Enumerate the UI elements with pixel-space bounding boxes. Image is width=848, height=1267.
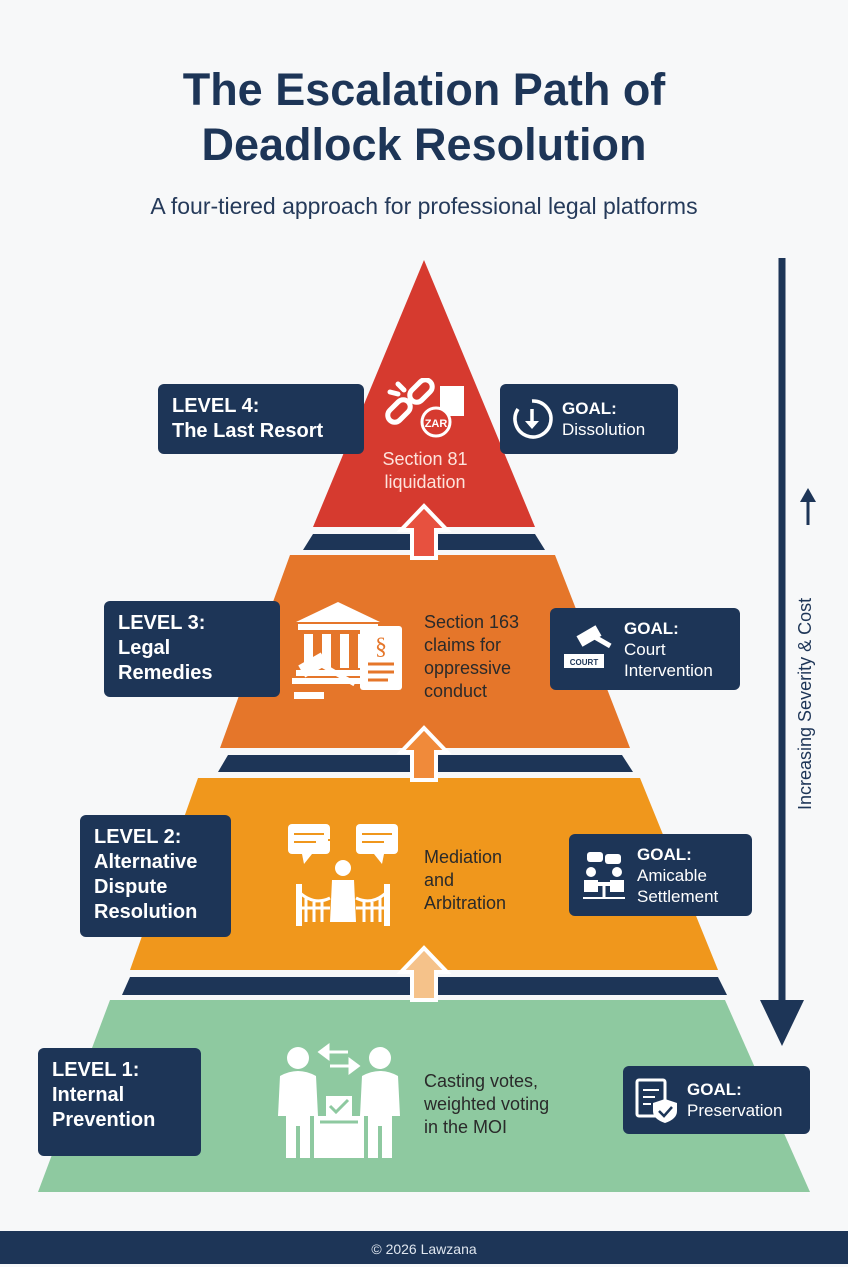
level-4-tier — [313, 260, 535, 527]
level-2-description-line: Arbitration — [424, 893, 507, 913]
level-1-description: Casting votes, weighted voting in the MO… — [424, 1070, 594, 1139]
level-2-goal-value-line: Amicable — [637, 865, 707, 885]
level-3-description-line: conduct — [424, 681, 488, 701]
level-4-description-line: Section 81 — [382, 449, 468, 469]
level-1-description-line: weighted voting — [424, 1094, 550, 1114]
subtitle: A four-tiered approach for professional … — [150, 193, 698, 219]
up-arrow-1-to-2 — [396, 945, 452, 1002]
level-3-tier — [220, 555, 630, 748]
level-2-name-line: Resolution — [94, 901, 198, 923]
level-3-label: LEVEL 3: Legal Remedies — [104, 601, 280, 697]
severity-up-arrowhead — [800, 488, 816, 502]
level-1-name-line: Prevention — [52, 1109, 156, 1131]
level-3-description-line: oppressive — [424, 658, 512, 678]
section-symbol: § — [375, 634, 387, 660]
level-2-name-line: Dispute — [94, 876, 168, 898]
level-4-goal-label: GOAL: — [562, 399, 617, 418]
level-1-description-line: Casting votes, — [424, 1071, 539, 1091]
level-3-goal-label: GOAL: — [624, 618, 679, 638]
copyright-text: © 2026 Lawzana — [371, 1241, 477, 1257]
voting-box-icon — [278, 1043, 400, 1158]
level-4-goal: GOAL: Dissolution — [500, 384, 678, 454]
timer-down-icon — [513, 399, 553, 439]
mediator-bridge-icon — [288, 824, 398, 926]
zar-badge-text: ZAR — [425, 418, 448, 430]
level-3-description-line: claims for — [424, 635, 502, 655]
footer: © 2026 Lawzana — [0, 1231, 848, 1264]
level-2-goal-value-line: Settlement — [637, 886, 719, 906]
severity-axis-label: Increasing Severity & Cost — [795, 597, 815, 810]
level-2-goal-label: GOAL: — [637, 844, 692, 864]
court-gavel-icon: COURT — [564, 625, 612, 668]
level-4-description-line: liquidation — [384, 472, 466, 492]
level-3-goal-value-line: Intervention — [624, 660, 713, 680]
level-2-number: LEVEL 2: — [94, 826, 182, 848]
level-2-goal: GOAL: Amicable Settlement — [569, 834, 752, 916]
meeting-table-icon — [583, 852, 625, 899]
severity-axis-down-arrowhead — [760, 1000, 804, 1046]
level-1-label: LEVEL 1: Internal Prevention — [38, 1048, 201, 1156]
level-3-goal-value-line: Court — [624, 639, 666, 659]
court-badge-text: COURT — [570, 658, 599, 667]
level-2-tier — [130, 778, 718, 970]
level-3-number: LEVEL 3: — [118, 612, 206, 634]
level-4-name: The Last Resort — [172, 420, 324, 442]
broken-chain-icon: ZAR — [385, 378, 464, 438]
level-3-goal: COURT GOAL: Court Intervention — [550, 608, 740, 690]
level-3-description-line: Section 163 — [424, 612, 520, 632]
level-4-label: LEVEL 4: The Last Resort — [158, 384, 364, 454]
title-line-2: Deadlock Resolution — [201, 119, 647, 170]
level-3-name-line: Remedies — [118, 662, 213, 684]
shield-document-icon — [635, 1078, 677, 1123]
level-4-number: LEVEL 4: — [172, 395, 260, 417]
level-4-goal-value: Dissolution — [562, 420, 646, 439]
level-4-description: Section 81 liquidation — [360, 448, 490, 494]
up-arrow-3-to-4 — [396, 503, 452, 560]
page-title: The Escalation Path of Deadlock Resoluti… — [0, 62, 848, 172]
level-2-name-line: Alternative — [94, 851, 198, 873]
title-line-1: The Escalation Path of — [182, 64, 666, 115]
level-1-name-line: Internal — [52, 1084, 125, 1106]
level-1-goal-value: Preservation — [687, 1101, 783, 1120]
level-2-description-line: Mediation — [424, 847, 503, 867]
level-1-number: LEVEL 1: — [52, 1059, 140, 1081]
level-2-label: LEVEL 2: Alternative Dispute Resolution — [80, 815, 231, 937]
level-2-description-line: and — [424, 870, 455, 890]
level-1-tier — [38, 1000, 810, 1192]
level-3-description: Section 163 claims for oppressive conduc… — [424, 611, 554, 703]
courthouse-gavel-icon: § — [292, 602, 402, 699]
level-1-goal: GOAL: Preservation — [623, 1066, 810, 1134]
level-1-description-line: in the MOI — [424, 1117, 508, 1137]
level-1-goal-label: GOAL: — [687, 1080, 742, 1099]
level-2-description: Mediation and Arbitration — [424, 846, 544, 915]
up-arrow-2-to-3 — [396, 725, 452, 782]
level-3-name-line: Legal — [118, 637, 171, 659]
